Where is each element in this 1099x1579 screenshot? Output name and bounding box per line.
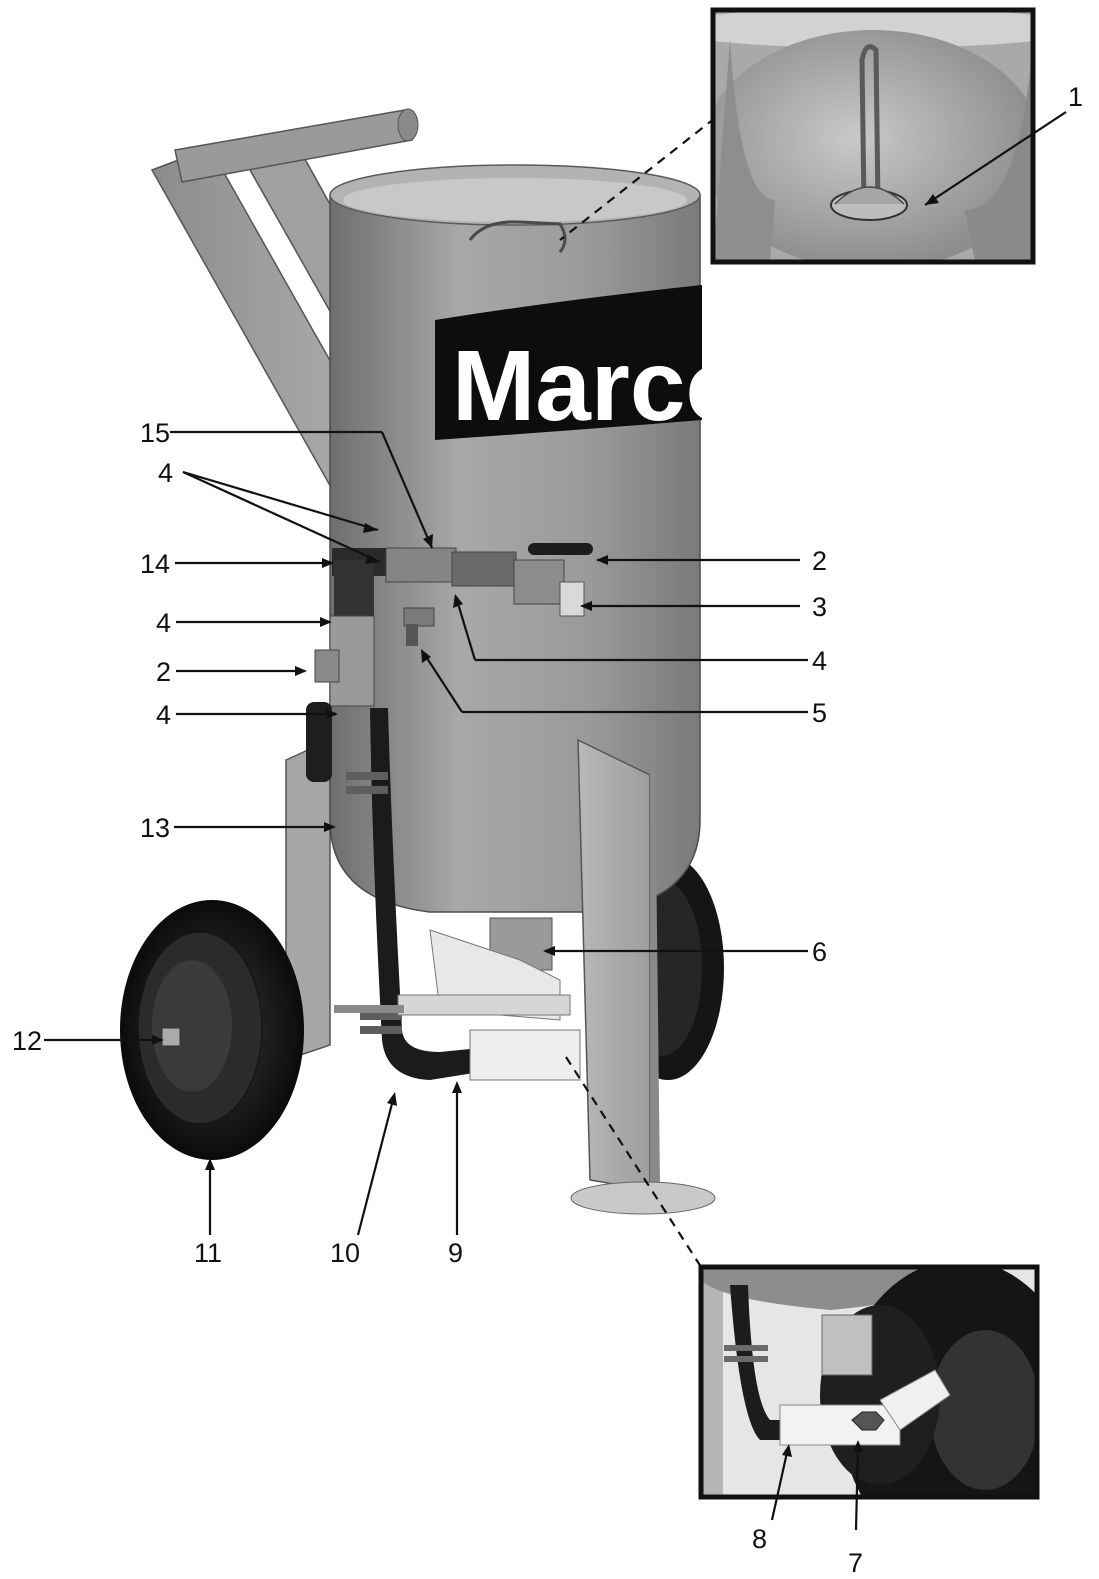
callout-12: 12 [12, 1026, 42, 1056]
metering-valve [334, 917, 581, 1081]
brand-logo: Marco [452, 330, 747, 442]
leader-lines [44, 111, 1067, 1531]
callout-2-left: 2 [156, 657, 171, 687]
callout-8: 8 [752, 1524, 767, 1554]
blast-tank: Marco [329, 164, 747, 913]
callout-6: 6 [812, 937, 827, 967]
callout-4-upper-left: 4 [158, 458, 173, 488]
tank-leg [570, 738, 716, 1215]
callout-13: 13 [140, 813, 170, 843]
wheel-nut [161, 1027, 181, 1047]
piping [306, 543, 593, 1080]
callout-7: 7 [848, 1548, 863, 1578]
callout-10: 10 [330, 1238, 360, 1268]
callout-labels: 1 2 3 4 5 6 15 4 14 4 2 4 13 12 11 10 9 … [12, 82, 1083, 1578]
left-wheel [120, 900, 304, 1160]
dashed-leader-bottom [565, 1056, 704, 1271]
callout-4-right: 4 [812, 646, 827, 676]
callout-11: 11 [194, 1238, 222, 1268]
callout-4-mid-left: 4 [156, 608, 171, 638]
callout-15: 15 [140, 418, 170, 448]
callout-1: 1 [1068, 82, 1083, 112]
callout-3: 3 [812, 592, 827, 622]
inset-top [710, 7, 1036, 265]
callout-9: 9 [448, 1238, 463, 1268]
callout-5: 5 [812, 698, 827, 728]
logo-band [435, 285, 702, 440]
dashed-leader-top [559, 117, 716, 241]
callout-14: 14 [140, 549, 170, 579]
callout-2-top: 2 [812, 546, 827, 576]
callout-4-lower-left: 4 [156, 700, 171, 730]
inset-bottom [698, 1264, 1040, 1500]
